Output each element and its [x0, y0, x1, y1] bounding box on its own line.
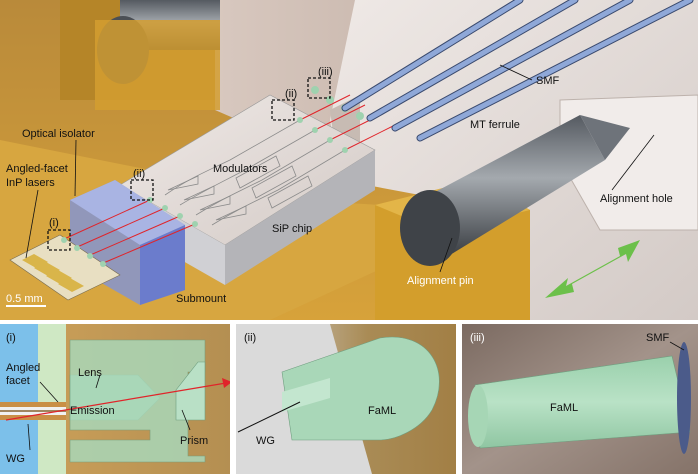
leader-lines [25, 64, 655, 273]
label-optical-isolator: Optical isolator [22, 128, 95, 140]
sip-chip-side [225, 150, 375, 285]
panel-i-tag: (i) [6, 332, 16, 344]
label-alignment-pin: Alignment pin [407, 275, 474, 287]
alignment-pin-tip [580, 115, 630, 160]
label-prism: Prism [180, 435, 208, 447]
emission-arrowhead [222, 378, 232, 388]
marker-i: (i) [49, 217, 59, 229]
dashed-markers [47, 77, 331, 251]
panel-ii-tag: (ii) [244, 332, 256, 344]
label-lasers-line2: InP lasers [6, 177, 55, 189]
beam-lines [61, 94, 396, 265]
emission-beam [5, 382, 227, 421]
motion-arrow [545, 240, 640, 298]
label-smf-iii: SMF [646, 332, 670, 344]
panel-i-leaders [27, 374, 191, 451]
label-lasers-line1: Angled-facet [6, 163, 68, 175]
label-faml-ii: FaML [368, 405, 396, 417]
panel-iii: (iii) FaML SMF [462, 324, 698, 474]
label-alignment-hole: Alignment hole [600, 193, 673, 205]
panel-iii-tag: (iii) [470, 332, 485, 344]
alignment-pin-end [400, 190, 460, 266]
label-scale-bar: 0.5 mm [6, 293, 43, 305]
modulator-waveguides [164, 119, 346, 226]
label-sip-chip: SiP chip [272, 223, 312, 235]
alignment-pin-body [420, 115, 605, 255]
label-angled-facet-line2: facet [6, 375, 30, 387]
marker-ii-chip: (ii) [133, 168, 145, 180]
faml-ii-body [281, 336, 440, 441]
label-wg-ii: WG [256, 435, 275, 447]
panel-divider-2 [456, 324, 462, 474]
marker-box-iii [307, 77, 331, 99]
marker-iii: (iii) [318, 66, 333, 78]
label-wg-i: WG [6, 453, 25, 465]
label-faml-iii: FaML [550, 402, 578, 414]
marker-box-i [47, 229, 71, 251]
inp-laser-bar [9, 234, 121, 301]
wg-ii-line [237, 401, 301, 433]
faml-ii-notch [282, 378, 330, 412]
panel-i-blue-edge [0, 324, 38, 474]
left-gold-block [95, 20, 220, 110]
marker-ii-ferrule: (ii) [285, 88, 297, 100]
panel-i-facet-strip [38, 324, 66, 474]
label-angled-facet-line1: Angled [6, 362, 40, 374]
prism [175, 361, 206, 421]
label-lens: Lens [78, 367, 102, 379]
panel-divider-1 [230, 324, 236, 474]
marker-box-ii-ferrule [271, 99, 295, 121]
panel-divider [0, 320, 698, 324]
label-modulators: Modulators [213, 163, 268, 175]
panel-ii: (ii) FaML WG [236, 324, 456, 474]
label-smf: SMF [536, 75, 560, 87]
optical-isolator-band [140, 225, 185, 305]
label-submount: Submount [176, 293, 226, 305]
laser-pads [22, 254, 84, 292]
main-panel: (i) (ii) (ii) (iii) Optical isolator Ang… [0, 0, 698, 320]
smf-iii-disc [677, 342, 691, 454]
label-mt-ferrule: MT ferrule [470, 119, 520, 131]
optical-isolator-top [70, 180, 185, 245]
faml-iii-end [468, 385, 488, 447]
panel-i: (i) Angled facet Lens Emission Prism WG [0, 324, 232, 474]
smf-fibers [341, 0, 694, 142]
laser-waveguide [0, 402, 66, 420]
marker-box-ii-chip [130, 179, 154, 201]
label-emission: Emission [70, 405, 115, 417]
smf-iii-leader [669, 341, 685, 351]
